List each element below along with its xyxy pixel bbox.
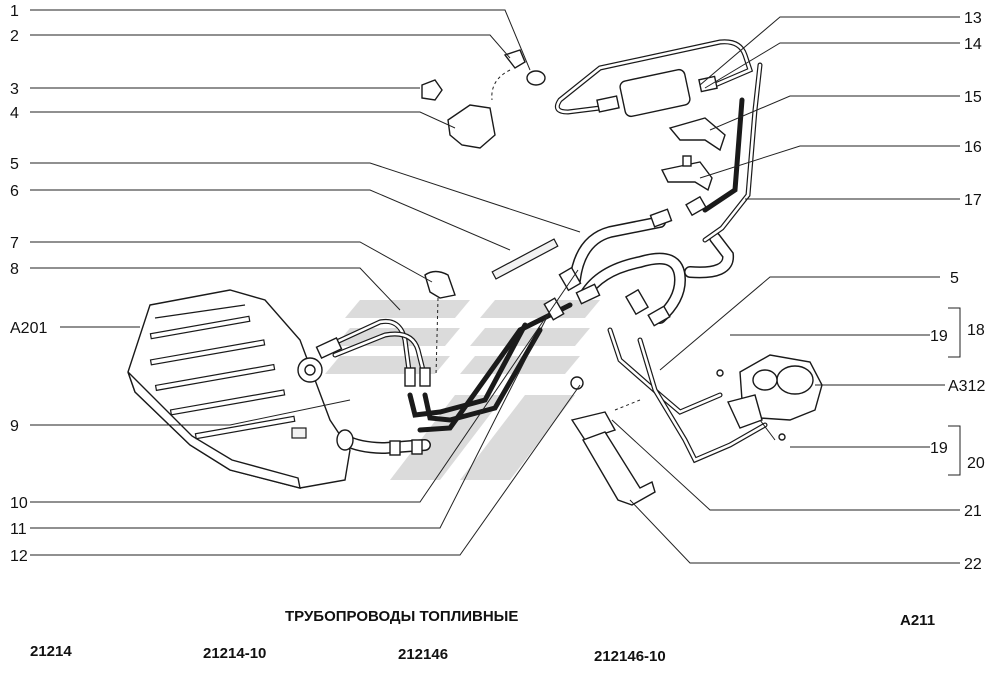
lower-bracket — [570, 376, 656, 506]
callout-8: 8 — [10, 261, 19, 278]
diagram-title: ТРУБОПРОВОДЫ ТОПЛИВНЫЕ — [285, 608, 519, 625]
callout-20: 20 — [967, 455, 985, 472]
callout-19-bottom: 19 — [930, 440, 948, 457]
callout-a201: A201 — [10, 320, 47, 337]
strap-6 — [491, 238, 559, 280]
callout-6: 6 — [10, 183, 19, 200]
callout-5-left: 5 — [10, 156, 19, 173]
callout-10: 10 — [10, 495, 28, 512]
nut-1 — [526, 70, 546, 86]
nut-3 — [421, 79, 443, 101]
callout-a312: A312 — [948, 378, 985, 395]
section-code: A211 — [900, 612, 936, 629]
callout-18: 18 — [967, 322, 985, 339]
callouts-left: 1 2 3 4 5 6 7 8 A201 9 10 11 12 — [10, 3, 47, 565]
washer-19-top — [716, 369, 724, 377]
callout-21: 21 — [964, 503, 982, 520]
callout-12: 12 — [10, 548, 28, 565]
model-21214: 21214 — [30, 643, 72, 660]
fuel-filter — [554, 39, 763, 243]
small-fasteners — [421, 49, 559, 376]
model-21214-10: 21214-10 — [203, 645, 267, 662]
callout-2: 2 — [10, 28, 19, 45]
callout-22: 22 — [964, 556, 982, 573]
callouts-right: 13 14 15 16 17 5 19 A312 19 21 22 18 20 — [930, 10, 985, 573]
leader-lines-right — [611, 16, 960, 564]
tank-clip — [291, 427, 307, 439]
callout-17: 17 — [964, 192, 982, 209]
callout-5-right: 5 — [950, 270, 959, 287]
tank-hoses — [315, 302, 573, 433]
callout-13: 13 — [964, 10, 982, 27]
callout-15: 15 — [964, 89, 982, 106]
callout-4: 4 — [10, 105, 19, 122]
watermark-logo — [325, 300, 600, 480]
callout-14: 14 — [964, 36, 982, 53]
callout-1: 1 — [10, 3, 19, 20]
washer-19-bottom — [778, 433, 786, 441]
leader-lines-left — [30, 9, 581, 556]
main-fuel-hoses — [543, 208, 735, 327]
callout-9: 9 — [10, 418, 19, 435]
callout-16: 16 — [964, 139, 982, 156]
clamp-4 — [447, 104, 496, 149]
callout-3: 3 — [10, 81, 19, 98]
bolt-2 — [503, 49, 526, 69]
callout-7: 7 — [10, 235, 19, 252]
filter-brackets — [660, 117, 726, 192]
callout-11: 11 — [10, 521, 27, 538]
callout-19-top: 19 — [930, 328, 948, 345]
filler-hose — [336, 429, 431, 456]
group-brackets — [948, 307, 961, 476]
fuel-tank — [127, 289, 351, 489]
model-212146: 212146 — [398, 646, 449, 663]
carburettor — [607, 327, 823, 464]
model-212146-10: 212146-10 — [594, 648, 666, 665]
clamp-7 — [424, 270, 456, 299]
